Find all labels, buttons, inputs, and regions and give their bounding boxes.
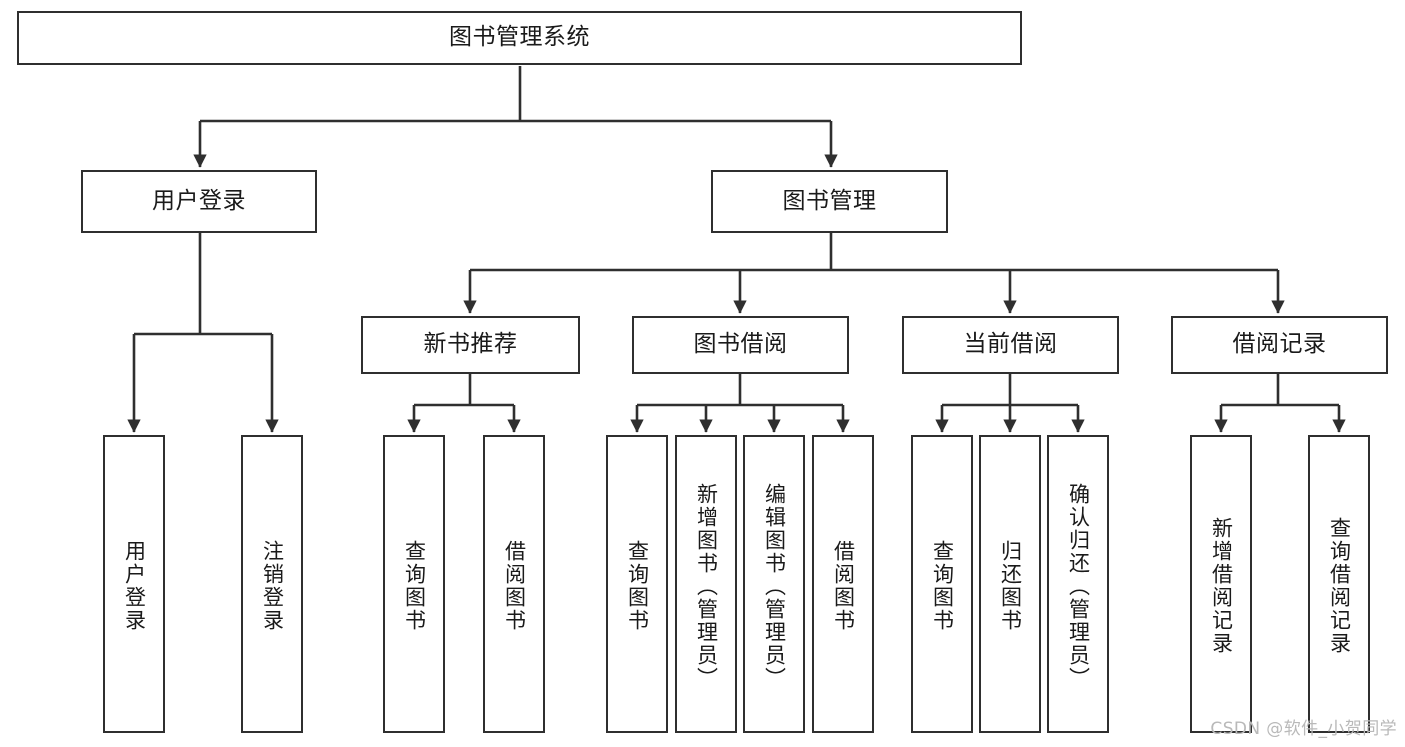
node-book-borrow-label: 图书借阅 — [693, 331, 788, 358]
edge-book-manage-to-level3 — [463, 233, 1285, 314]
node-borrow-record[interactable]: 借阅记录 — [1171, 316, 1388, 374]
edge-new-book-rec-to-leaves — [407, 374, 521, 433]
node-leaf-edit-book[interactable]: 编辑图书（管理员） — [743, 435, 805, 733]
node-leaf-user-login-label: 用户登录 — [122, 540, 147, 632]
node-leaf-query-book-3[interactable]: 查询图书 — [911, 435, 973, 733]
edge-borrow-record-to-leaves — [1214, 374, 1346, 433]
node-leaf-borrow-book-2-label: 借阅图书 — [831, 540, 856, 632]
node-new-book-recommend[interactable]: 新书推荐 — [361, 316, 580, 374]
edge-book-borrow-to-leaves — [630, 374, 850, 433]
node-leaf-query-book-2[interactable]: 查询图书 — [606, 435, 668, 733]
node-root-label: 图书管理系统 — [449, 24, 590, 51]
node-book-manage[interactable]: 图书管理 — [711, 170, 948, 233]
node-current-borrow-label: 当前借阅 — [963, 331, 1058, 358]
node-leaf-borrow-book-2[interactable]: 借阅图书 — [812, 435, 874, 733]
node-new-book-recommend-label: 新书推荐 — [423, 331, 518, 358]
node-leaf-confirm-return[interactable]: 确认归还（管理员） — [1047, 435, 1109, 733]
node-book-borrow[interactable]: 图书借阅 — [632, 316, 849, 374]
node-user-login[interactable]: 用户登录 — [81, 170, 317, 233]
node-leaf-return-book[interactable]: 归还图书 — [979, 435, 1041, 733]
node-leaf-query-book-1[interactable]: 查询图书 — [383, 435, 445, 733]
node-borrow-record-label: 借阅记录 — [1232, 331, 1327, 358]
node-leaf-query-book-3-label: 查询图书 — [930, 540, 955, 632]
node-leaf-add-record[interactable]: 新增借阅记录 — [1190, 435, 1252, 733]
node-leaf-add-book-label: 新增图书（管理员） — [694, 482, 719, 690]
node-leaf-query-book-1-label: 查询图书 — [402, 540, 427, 632]
edge-root-to-level2 — [193, 66, 838, 168]
node-user-login-label: 用户登录 — [152, 187, 246, 214]
node-leaf-edit-book-label: 编辑图书（管理员） — [762, 482, 787, 690]
edge-current-borrow-to-leaves — [935, 374, 1085, 433]
node-current-borrow[interactable]: 当前借阅 — [902, 316, 1119, 374]
edge-user-login-to-leaves — [127, 233, 279, 433]
node-leaf-confirm-return-label: 确认归还（管理员） — [1066, 482, 1091, 690]
node-leaf-user-login[interactable]: 用户登录 — [103, 435, 165, 733]
node-leaf-query-record[interactable]: 查询借阅记录 — [1308, 435, 1370, 733]
node-leaf-logout-label: 注销登录 — [260, 540, 285, 632]
node-leaf-borrow-book-1[interactable]: 借阅图书 — [483, 435, 545, 733]
node-leaf-return-book-label: 归还图书 — [998, 540, 1023, 632]
node-leaf-add-book[interactable]: 新增图书（管理员） — [675, 435, 737, 733]
node-leaf-add-record-label: 新增借阅记录 — [1209, 517, 1234, 655]
csdn-watermark: CSDN @软件_小贺同学 — [1210, 719, 1397, 739]
node-book-manage-label: 图书管理 — [782, 187, 877, 214]
node-leaf-query-book-2-label: 查询图书 — [625, 540, 650, 632]
node-root[interactable]: 图书管理系统 — [17, 11, 1022, 65]
node-leaf-borrow-book-1-label: 借阅图书 — [502, 540, 527, 632]
node-leaf-query-record-label: 查询借阅记录 — [1327, 517, 1352, 655]
node-leaf-logout[interactable]: 注销登录 — [241, 435, 303, 733]
